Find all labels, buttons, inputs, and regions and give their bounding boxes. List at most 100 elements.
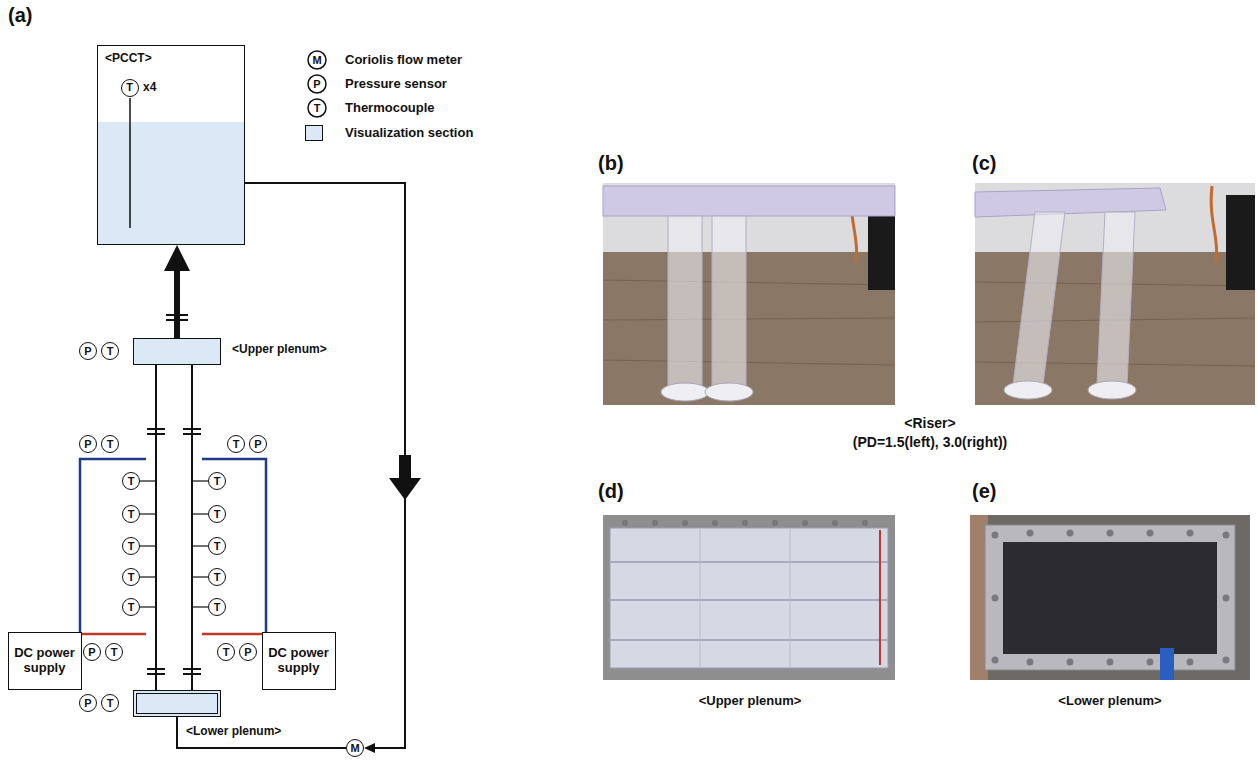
riser-photo [603,183,895,405]
part-heading: <Lower plenum> [186,725,281,739]
sensor-letter: T [111,647,118,658]
photo-caption: <Riser> [904,415,955,431]
panel-letter: (b) [598,152,624,175]
connector [177,717,346,748]
sensor-circle: T [121,79,139,97]
legend-letter: M [312,54,321,67]
panel-letter: (c) [972,152,996,175]
connector-line [191,365,193,690]
legend-symbol [308,75,326,93]
sensor-letter: P [88,647,95,658]
lower-plenum-photo [970,515,1250,680]
sensor-letter: T [214,572,221,583]
sensor-letter: P [84,698,91,709]
sensor-letter: T [107,698,114,709]
sensor-letter: T [107,346,114,357]
power-wire [202,633,262,636]
photo-caption: (PD=1.5(left), 3.0(right)) [853,434,1007,450]
sensor-circle: T [122,568,140,586]
sensor-circle: T [101,435,119,453]
photo-caption: <Upper plenum> [699,694,802,709]
sensor-circle: T [122,472,140,490]
sensor-letter: P [84,439,91,450]
sensor-letter: T [107,439,114,450]
sensor-circle: T [227,435,245,453]
panel-letter: (d) [598,480,624,503]
arrowhead [164,245,190,271]
sensor-letter: T [128,572,135,583]
upper-plenum-photo [603,515,895,680]
sensor-circle: T [101,694,119,712]
legend-swatch [305,125,323,141]
connector-line [174,267,180,338]
sensor-letter: T [223,647,230,658]
sensor-circle: T [208,568,226,586]
sensor-letter: T [128,509,135,520]
power-wire [202,459,266,632]
sensor-letter: T [126,82,133,93]
arrowhead [364,743,375,753]
riser-photo [975,183,1255,405]
power-wire [82,633,146,636]
legend-letter: T [314,102,321,115]
connector-line [155,365,157,690]
count-note: x4 [143,81,156,95]
sensor-letter: T [214,476,221,487]
water-fill [98,122,244,244]
legend-text: Visualization section [345,126,473,141]
panel-letter: (e) [972,480,996,503]
sensor-circle: T [208,537,226,555]
sensor-letter: T [214,602,221,613]
photo-caption: <Lower plenum> [1058,694,1161,709]
sensor-circle: P [79,342,97,360]
sensor-letter: T [233,439,240,450]
thermocouple-rod [129,98,131,228]
connector [245,183,405,753]
sensor-letter: P [84,346,91,357]
legend-text: Pressure sensor [345,77,447,92]
sensor-letter: T [214,541,221,552]
sensor-circle: P [239,643,257,661]
flow-meter-circle: M [346,739,364,757]
sensor-letter: M [350,743,359,754]
legend-letter: P [313,78,320,91]
power-supply-box: DC power supply [8,632,82,690]
box-label: <PCCT> [105,52,152,66]
sensor-circle: T [122,537,140,555]
connector-line [245,183,405,748]
plenum-box: <Lower plenum> [133,690,221,717]
sensor-circle: P [79,435,97,453]
box-label: DC power supply [13,646,76,676]
legend-symbol [308,99,326,117]
sensor-letter: T [128,476,135,487]
sensor-circle: T [208,505,226,523]
tank-box: <PCCT> T [97,45,245,245]
sensor-letter: P [244,647,251,658]
sensor-ticks [140,481,208,607]
sensor-letter: T [128,541,135,552]
sensor-circle: T [101,342,119,360]
sensor-letter: T [214,509,221,520]
sensor-circle: T [208,472,226,490]
sensor-circle: P [249,435,267,453]
sensor-circle: T [105,643,123,661]
power-wire [80,459,146,632]
sensor-circle: P [83,643,101,661]
connector-line [177,717,346,748]
part-heading: <Upper plenum> [232,343,327,357]
connector [192,365,193,690]
panel-letter: (a) [8,4,32,27]
sensor-letter: P [254,439,261,450]
sensor-letter: T [128,602,135,613]
connector [164,245,190,338]
power-supply-box: DC power supply [262,632,336,690]
sensor-circle: T [217,643,235,661]
connector [156,365,157,690]
sensor-circle: P [79,694,97,712]
legend-text: Coriolis flow meter [345,53,462,68]
sensor-circle: T [208,598,226,616]
plenum-box: <Upper plenum> [133,338,221,365]
